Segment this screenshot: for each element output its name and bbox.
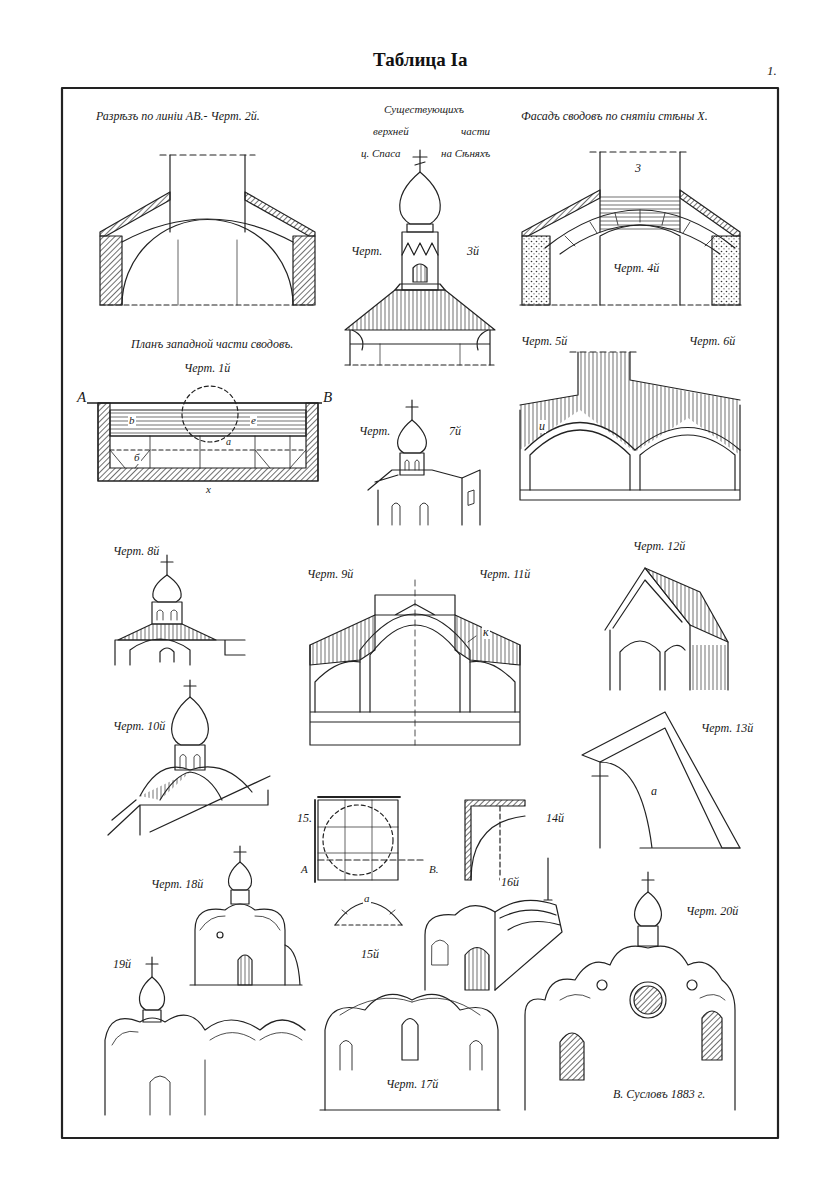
figure-label: 14й	[545, 812, 565, 825]
figure-label: Черт. 12й	[632, 540, 686, 553]
figure-label: 3й	[466, 245, 480, 258]
figure-label: 16й	[500, 876, 520, 889]
figure-label: Планъ западной части сводовъ.	[130, 338, 294, 351]
figure-label: Черт. 20й	[685, 905, 739, 918]
figure-label: а	[225, 437, 232, 448]
figure-label: А	[300, 864, 309, 876]
sheet-title: Таблица Iа	[371, 50, 469, 71]
figure-label: 7й	[448, 425, 462, 438]
figure-label: В. Сусловъ 1883 г.	[612, 1088, 706, 1101]
figure-label: Фасадъ сводовъ по снятіи стѣны Х.	[520, 110, 709, 123]
figure-label: Черт. 6й	[688, 335, 736, 348]
figure-label: на Сѣняхъ	[440, 148, 491, 160]
figure-label: и	[538, 420, 546, 433]
figure-label: 3	[634, 162, 642, 175]
figure-label: b	[128, 415, 136, 427]
figure-label: Черт. 9й	[306, 568, 354, 581]
figure-label: Разрѣзъ по линіи АВ.- Черт. 2й.	[95, 110, 261, 123]
figure-label: 15.	[296, 812, 313, 825]
figure-label: части	[460, 126, 491, 138]
figure-label: Черт. 1й	[183, 362, 231, 375]
figure-label: Черт. 8й	[112, 545, 160, 558]
figure-label: А	[76, 390, 87, 406]
figure-label: Черт. 5й	[520, 335, 568, 348]
figure-label: б	[133, 452, 141, 464]
figure-label: В	[322, 390, 333, 406]
figure-label: к	[482, 626, 490, 639]
figure-label: ц. Спаса	[360, 148, 401, 160]
figure-label: а	[650, 785, 658, 798]
figure-label: е	[250, 415, 257, 427]
figure-label: 1.	[766, 64, 778, 78]
figure-label: Существующихъ	[383, 104, 465, 116]
figure-label: Черт. 17й	[385, 1078, 439, 1091]
figure-label: 19й	[112, 958, 132, 971]
figure-label: Черт. 18й	[150, 878, 204, 891]
figure-label: верхней	[372, 126, 410, 138]
figure-label: В.	[428, 864, 439, 876]
figure-label: х	[205, 484, 212, 496]
figure-label: а	[363, 893, 371, 905]
figure-label: 15й	[360, 948, 380, 961]
figure-label: Черт. 11й	[478, 568, 531, 581]
figure-label: Черт. 13й	[700, 722, 754, 735]
figure-label: Черт. 10й	[112, 720, 166, 733]
figure-label: Черт. 4й	[612, 262, 660, 275]
figure-label: Черт.	[350, 245, 383, 258]
figure-label: Черт.	[358, 425, 391, 438]
